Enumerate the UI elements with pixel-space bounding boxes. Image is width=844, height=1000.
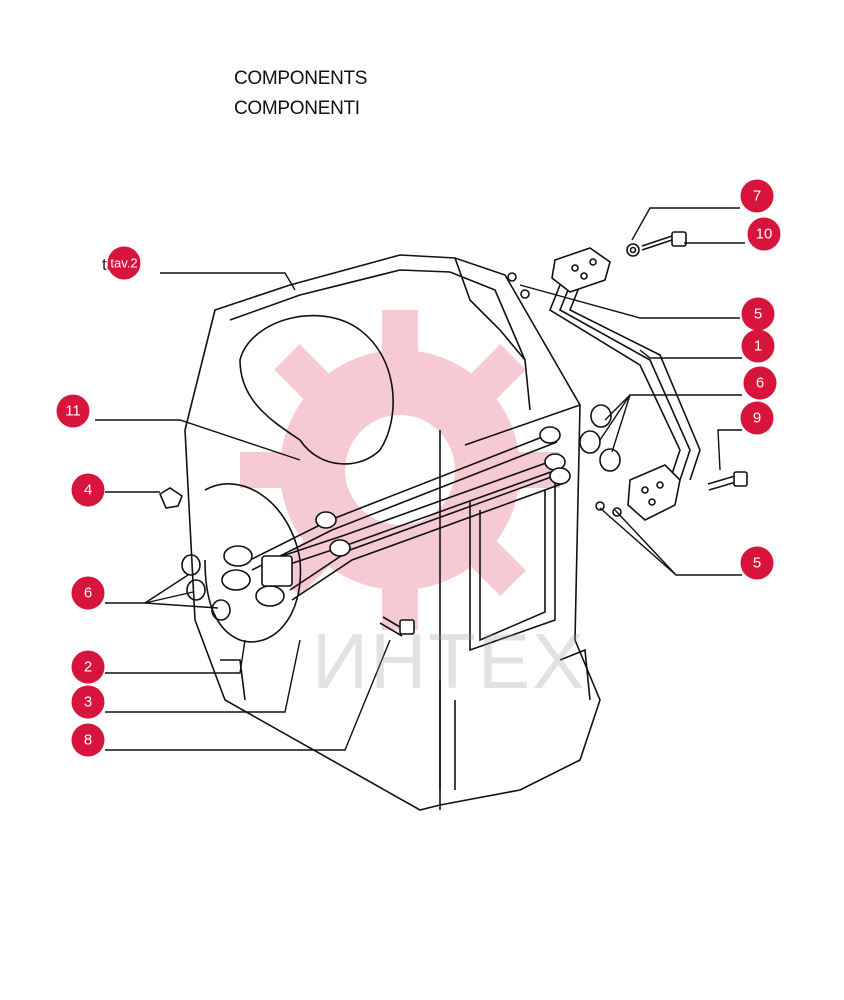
watermark-gear-icon xyxy=(240,310,560,630)
callout-5-top[interactable]: 5 xyxy=(741,297,775,331)
title-italian: COMPONENTI xyxy=(234,98,360,119)
pipe-flanges xyxy=(551,247,681,521)
callout-6-right[interactable]: 6 xyxy=(743,366,777,400)
reference-marker-text: tav.2 xyxy=(110,255,138,271)
callout-10[interactable]: 10 xyxy=(747,217,781,251)
transmission-housing xyxy=(184,254,601,811)
title-english: COMPONENTS xyxy=(234,68,368,89)
callout-8[interactable]: 8 xyxy=(71,723,105,757)
watermark-text: ИНТЕХ xyxy=(312,617,587,705)
callout-3[interactable]: 3 xyxy=(71,685,105,719)
callout-6-left[interactable]: 6 xyxy=(71,576,105,610)
callout-7[interactable]: 7 xyxy=(740,179,774,213)
callout-2[interactable]: 2 xyxy=(71,650,105,684)
callout-9[interactable]: 9 xyxy=(740,401,774,435)
pipe-fittings xyxy=(221,426,571,607)
o-rings xyxy=(181,243,640,621)
callout-11[interactable]: 11 xyxy=(56,394,90,428)
bolts-and-plug xyxy=(158,231,748,637)
callout-1[interactable]: 1 xyxy=(741,329,775,363)
callout-4[interactable]: 4 xyxy=(71,473,105,507)
callout-5-bottom[interactable]: 5 xyxy=(740,546,774,580)
leader-lines xyxy=(95,207,745,751)
reference-marker: tav.2 xyxy=(107,246,141,280)
